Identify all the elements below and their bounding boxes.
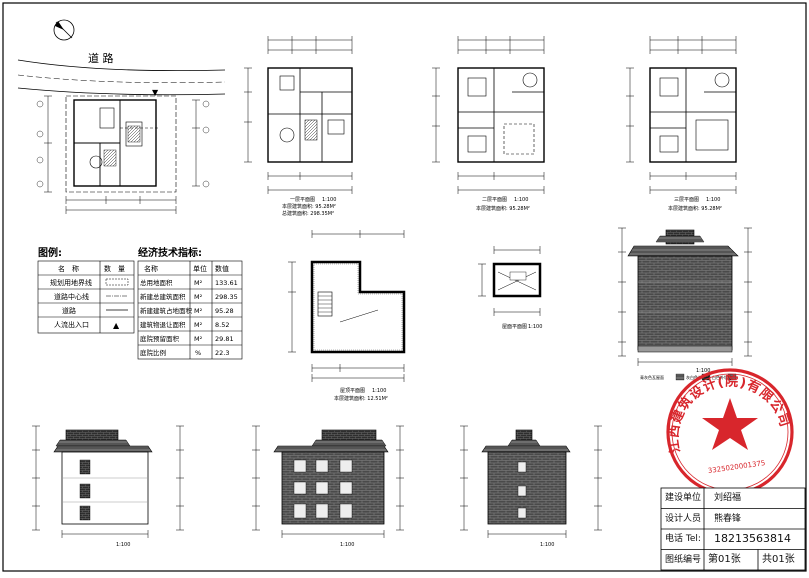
indicators-title: 经济技术指标: [138,246,202,259]
plan-scale: 1:100 [322,197,336,203]
entrance-icon: ▲ [113,321,120,330]
plan-scale: 1:100 [706,197,720,203]
seal-number: 3325020001375 [707,459,765,475]
legend-row-name: 人流出入口 [54,320,89,329]
indicator-name: 新建总建筑面积 [140,292,186,301]
side-elevation: 1:100 青灰色瓦屋面 灰白色外墙砖 白色外墙砖 [618,227,752,381]
sheet-total: 共01张 [762,553,795,565]
indicator-unit: M² [194,279,203,287]
plan-scale: 1:100 [372,388,386,394]
plan-title: 屋顶平面图 [340,388,365,394]
title-block-value: 刘绍福 [714,493,742,503]
indicator-value: 29.81 [215,335,234,343]
legend-row-name: 道路 [62,306,76,315]
material-label: 灰白色外墙砖 [686,374,710,380]
material-swatch [675,373,685,381]
indicator-unit: M² [194,293,203,301]
floor-plan-2: 二层平面图 1:100 本层建筑面积: 95.28M² [432,36,545,212]
indicator-name: 新建建筑占地面积 [140,306,193,315]
floor-plan-3: 三层平面图 1:100 本层建筑面积: 95.28M² [626,36,737,212]
indicator-name: 建筑物退让面积 [140,320,186,329]
plan-area: 本层建筑面积: 12.51M² [334,395,388,402]
company-seal: 江西建筑设计(院)有限公司 3325020001375 [666,368,794,496]
material-label: 白色外墙砖 [712,374,732,380]
sheet-number: 第01张 [708,553,741,565]
front-elevation-left: 1:100 [32,425,184,548]
indicator-unit: % [195,349,201,357]
front-elevation-middle: 1:100 [252,425,404,548]
indicators-header-value: 数值 [215,264,229,273]
plan-title: 三层平面图 [674,197,699,203]
title-block-value: 18213563814 [714,532,791,545]
plan-scale: 1:100 [528,324,542,330]
material-label: 青灰色瓦屋面 [640,374,664,380]
indicator-value: 22.3 [215,349,229,357]
indicator-value: 133.61 [215,279,238,287]
rear-elevation: 1:100 [460,425,602,548]
elevation-scale: 1:100 [116,542,130,548]
indicator-unit: M² [194,321,203,329]
title-block-label: 建设单位 [665,493,702,503]
indicator-value: 8.52 [215,321,229,329]
indicators-table [137,260,243,360]
road-label: 道 路 [88,51,114,65]
north-arrow-icon [53,19,75,41]
site-plan: 道 路 ▼ [17,19,226,214]
indicator-value: 298.35 [215,293,238,301]
title-block [660,487,806,571]
indicator-value: 95.28 [215,307,234,315]
indicator-unit: M² [194,307,203,315]
title-block-value: 熊春锋 [714,513,742,524]
road-direction-icon: ▼ [152,88,159,97]
top-plan: 屋面平面图 1:100 [478,246,542,330]
indicator-unit: M² [194,335,203,343]
plan-total-area: 总建筑面积: 298.35M² [282,210,334,217]
legend-title: 图例: [38,246,62,259]
indicator-name: 总用地面积 [140,278,173,287]
title-block-label: 图纸编号 [665,554,702,565]
indicators-header-unit: 单位 [193,264,207,273]
elevation-scale: 1:100 [696,368,710,374]
elevation-scale: 1:100 [540,542,554,548]
legend-row-name: 规划用地界线 [50,278,92,287]
indicator-name: 庭院比例 [140,348,166,357]
floor-plan-1: 一层平面图 1:100 本层建筑面积: 95.28M² 总建筑面积: 298.3… [244,36,353,217]
plan-scale: 1:100 [514,197,528,203]
legend-row-name: 道路中心线 [54,292,89,301]
boundary-line-symbol [105,278,129,286]
plan-area: 本层建筑面积: 95.28M² [282,203,336,210]
title-block-label: 设计人员 [665,513,702,524]
site-boundary [65,95,177,193]
elevation-scale: 1:100 [340,542,354,548]
plan-area: 本层建筑面积: 95.28M² [668,205,722,212]
title-block-label: 电话 Tel: [665,534,701,544]
legend-header-name: 名 称 [58,264,79,273]
indicators-header-name: 名称 [144,264,158,273]
legend-header-qty: 数 量 [104,264,125,273]
plan-area: 本层建筑面积: 95.28M² [476,205,530,212]
plan-title: 屋面平面图 [502,324,527,330]
roof-plan: 屋顶平面图 1:100 本层建筑面积: 12.51M² [288,230,406,402]
plan-title: 一层平面图 [290,197,315,203]
indicator-name: 庭院预留面积 [140,334,180,343]
legend-table [37,260,135,334]
plan-title: 二层平面图 [482,197,507,203]
